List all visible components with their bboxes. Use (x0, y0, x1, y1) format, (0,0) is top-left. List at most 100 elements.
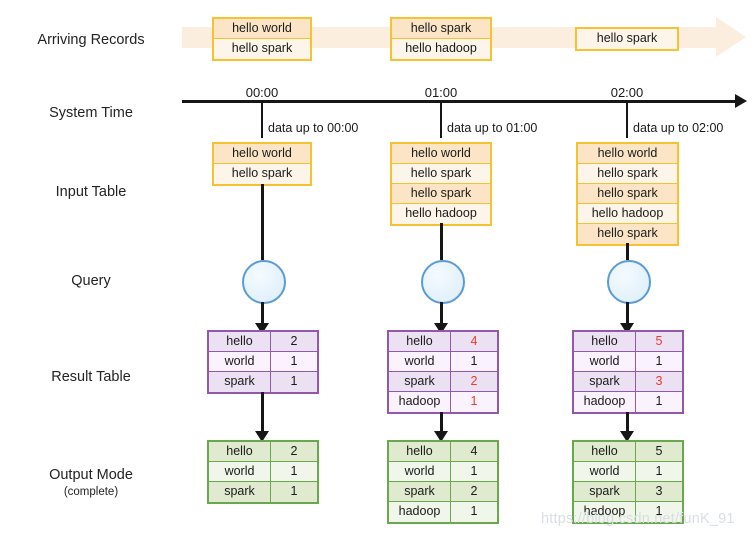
cell-key: spark (389, 482, 451, 501)
table-row: hello world (392, 144, 490, 164)
cell-key: spark (209, 482, 271, 502)
table-row: hello hadoop (392, 39, 490, 59)
time-tick-label-3: 02:00 (610, 85, 644, 100)
row-label-arriving-records: Arriving Records (37, 32, 145, 48)
cell-key: hello (574, 442, 636, 461)
time-tick-2 (440, 100, 442, 138)
cell-key: world (209, 462, 271, 481)
output-table-1: hello 2 world 1 spark 1 (207, 440, 319, 504)
row-label-result-table: Result Table (51, 369, 131, 385)
input-table-1: hello world hello spark (212, 142, 312, 186)
cell-value: 1 (470, 354, 478, 368)
cell-key: hello (389, 332, 451, 351)
table-row: hello spark (577, 29, 677, 49)
row-label-system-time: System Time (49, 105, 133, 121)
cell-key: spark (574, 482, 636, 501)
cell-value: 1 (290, 354, 298, 368)
cell-key: world (389, 462, 451, 481)
output-table-2: hello 4 world 1 spark 2 hadoop 1 (387, 440, 499, 524)
cell-key: world (574, 462, 636, 481)
table-row: hadoop 1 (389, 502, 497, 522)
cell-value: 1 (655, 354, 663, 368)
table-row: hello 2 (209, 442, 317, 462)
table-row: spark 1 (209, 372, 317, 392)
cell-text: hello spark (410, 166, 472, 180)
cell-text: hello world (232, 146, 292, 160)
table-row: hello spark (214, 164, 310, 184)
arrowhead-result-to-output-2 (434, 431, 448, 442)
table-row: hello spark (392, 164, 490, 184)
cell-value: 1 (655, 504, 663, 518)
cell-key: hello (209, 332, 271, 351)
table-row: hello 2 (209, 332, 317, 352)
output-mode-subtitle: (complete) (63, 486, 119, 499)
arriving-records-box-3: hello spark (575, 27, 679, 51)
cell-key: hadoop (389, 392, 451, 412)
result-table-1: hello 2 world 1 spark 1 (207, 330, 319, 394)
cell-key: world (389, 352, 451, 371)
cell-text: hello hadoop (405, 41, 477, 55)
query-circle-1 (242, 260, 286, 304)
cell-value: 3 (655, 484, 663, 498)
cell-key: world (574, 352, 636, 371)
connector-input-to-query-1 (261, 184, 264, 260)
table-row: hello spark (578, 224, 677, 244)
arriving-records-box-1: hello world hello spark (212, 17, 312, 61)
table-row: hello world (214, 144, 310, 164)
table-row: world 1 (574, 462, 682, 482)
cell-value: 5 (655, 334, 663, 348)
cell-text: hello world (232, 21, 292, 35)
cell-text: hello hadoop (405, 206, 477, 220)
cell-key: hadoop (574, 502, 636, 522)
output-mode-title: Output Mode (49, 467, 133, 483)
input-table-2: hello world hello spark hello spark hell… (390, 142, 492, 226)
cell-key: spark (574, 372, 636, 391)
arriving-records-box-2: hello spark hello hadoop (390, 17, 492, 61)
table-row: hadoop 1 (389, 392, 497, 412)
cell-value: 5 (655, 444, 663, 458)
cell-key: spark (209, 372, 271, 392)
cell-text: hello spark (410, 186, 472, 200)
query-circle-3 (607, 260, 651, 304)
cell-text: hello world (597, 146, 658, 160)
cell-value: 1 (470, 504, 478, 518)
table-row: hello world (214, 19, 310, 39)
table-row: world 1 (389, 462, 497, 482)
cell-value: 2 (290, 334, 298, 348)
table-row: hello hadoop (392, 204, 490, 224)
arriving-records-arrow-icon (716, 17, 746, 57)
cell-text: hello spark (596, 31, 658, 45)
table-row: hello spark (214, 39, 310, 59)
input-table-3: hello world hello spark hello spark hell… (576, 142, 679, 246)
table-row: hello spark (392, 184, 490, 204)
result-table-3: hello 5 world 1 spark 3 hadoop 1 (572, 330, 684, 414)
arrowhead-result-to-output-3 (620, 431, 634, 442)
cell-text: hello spark (231, 166, 293, 180)
data-up-to-label-3: data up to 02:00 (633, 121, 724, 135)
cell-value: 3 (655, 374, 663, 388)
cell-key: hello (574, 332, 636, 351)
cell-key: hello (389, 442, 451, 461)
cell-key: world (209, 352, 271, 371)
cell-value: 2 (470, 484, 478, 498)
cell-text: hello spark (410, 21, 472, 35)
table-row: spark 1 (209, 482, 317, 502)
cell-value: 1 (655, 464, 663, 478)
table-row: world 1 (209, 352, 317, 372)
connector-input-to-query-2 (440, 223, 443, 260)
cell-value: 1 (470, 464, 478, 478)
cell-text: hello spark (231, 41, 293, 55)
row-label-output-mode: Output Mode (complete) (0, 466, 182, 500)
table-row: world 1 (574, 352, 682, 372)
cell-value: 1 (655, 394, 663, 408)
table-row: spark 2 (389, 482, 497, 502)
table-row: world 1 (389, 352, 497, 372)
system-time-axis-arrow-icon (735, 94, 747, 108)
cell-value: 1 (290, 464, 298, 478)
arrowhead-query-to-result-3 (620, 323, 634, 334)
time-tick-label-2: 01:00 (424, 85, 458, 100)
cell-key: hello (209, 442, 271, 461)
output-table-3: hello 5 world 1 spark 3 hadoop 1 (572, 440, 684, 524)
connector-result-to-output-3 (626, 412, 629, 435)
row-label-query: Query (71, 273, 111, 289)
